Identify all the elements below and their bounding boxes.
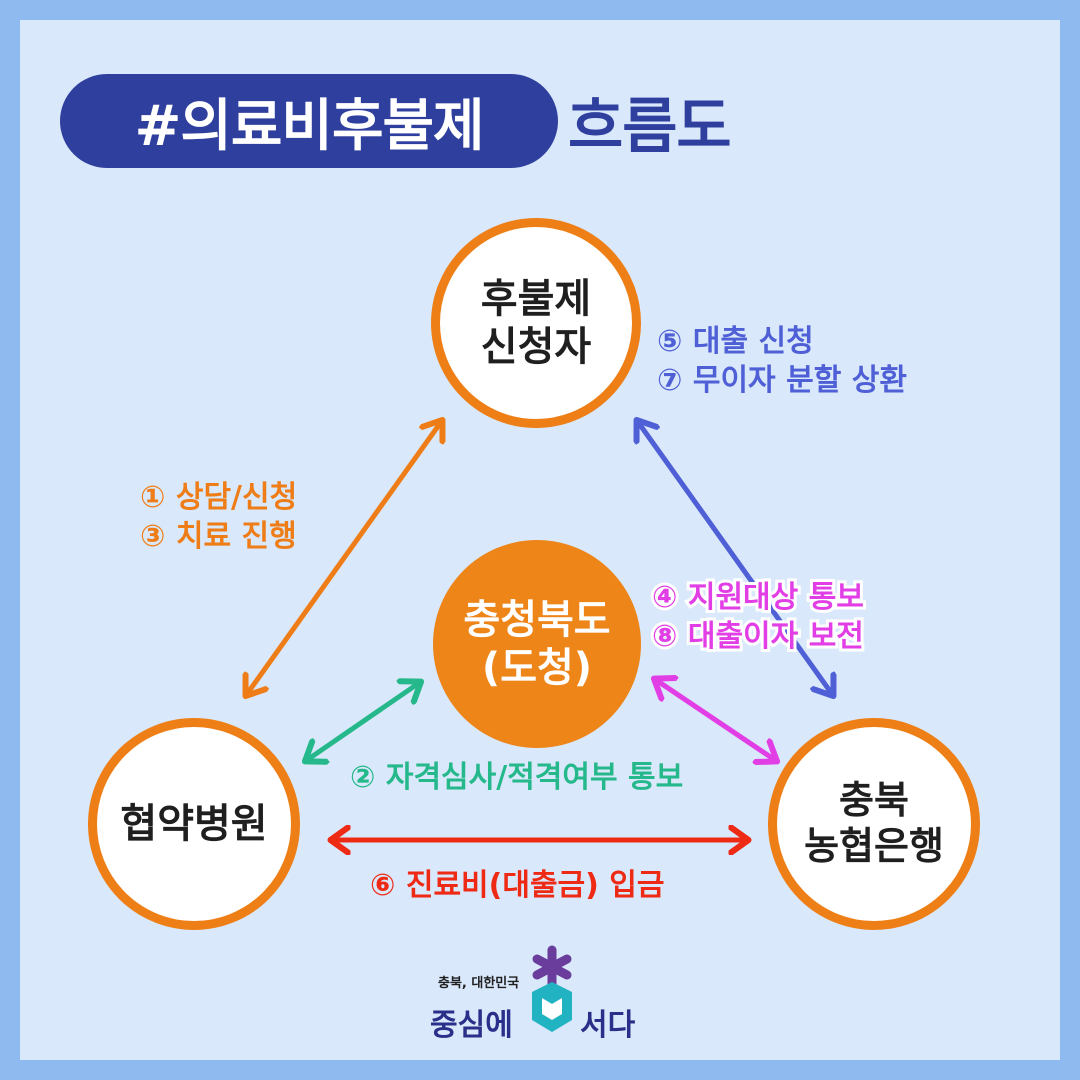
node-province-line1: 충청북도 [463,597,611,643]
logo-text-right: 서다 [580,1008,636,1043]
label-hospital-applicant: ① 상담/신청 ③ 치료 진행 [140,478,297,556]
node-applicant-line1: 후불제 [480,276,592,322]
logo-text-left: 중심에 [430,1008,513,1043]
node-province-line2: (도청) [481,645,593,691]
label-province-hospital-line1: ② 자격심사/적격여부 통보 [350,760,684,795]
arrow-hospital-applicant [247,422,441,694]
label-applicant-bank-line2: ⑦ 무이자 분할 상환 [657,363,907,398]
title-suffix: 흐름도 [568,91,732,162]
label-applicant-bank: ⑤ 대출 신청 ⑦ 무이자 분할 상환 [657,322,907,400]
title-hashtag: #의료비후불제 [134,93,484,159]
arrow-applicant-bank [638,422,832,694]
label-province-hospital: ② 자격심사/적격여부 통보 [350,758,683,797]
node-hospital: 협약병원 [88,718,300,930]
logo-mark [532,945,572,1032]
label-bank-hospital-line1: ⑥ 진료비(대출금) 입금 [370,868,665,903]
label-applicant-bank-line1: ⑤ 대출 신청 [657,324,814,359]
node-province: 충청북도 (도청) [433,540,641,748]
node-applicant: 후불제 신청자 [431,218,641,428]
logo-subtitle: 충북, 대한민국 [438,976,520,991]
title-hashtag-pill: #의료비후불제 [60,74,558,168]
label-province-bank-line1: ④ 지원대상 통보 [649,577,867,618]
node-bank-line1: 충북 [839,778,909,823]
label-hospital-applicant-line2: ③ 치료 진행 [140,519,297,554]
label-bank-hospital: ⑥ 진료비(대출금) 입금 [370,866,665,905]
label-province-bank: ④ 지원대상 통보 ⑧ 대출이자 보전 [649,577,867,657]
label-hospital-applicant-line1: ① 상담/신청 [140,480,298,515]
node-hospital-line1: 협약병원 [120,801,268,847]
node-bank-line2: 농협은행 [804,824,944,868]
arrow-province-bank [656,680,775,760]
node-bank: 충북 농협은행 [768,718,980,930]
label-province-bank-line2: ⑧ 대출이자 보전 [649,616,867,657]
arrow-province-hospital [307,683,419,760]
node-applicant-line2: 신청자 [480,324,592,370]
